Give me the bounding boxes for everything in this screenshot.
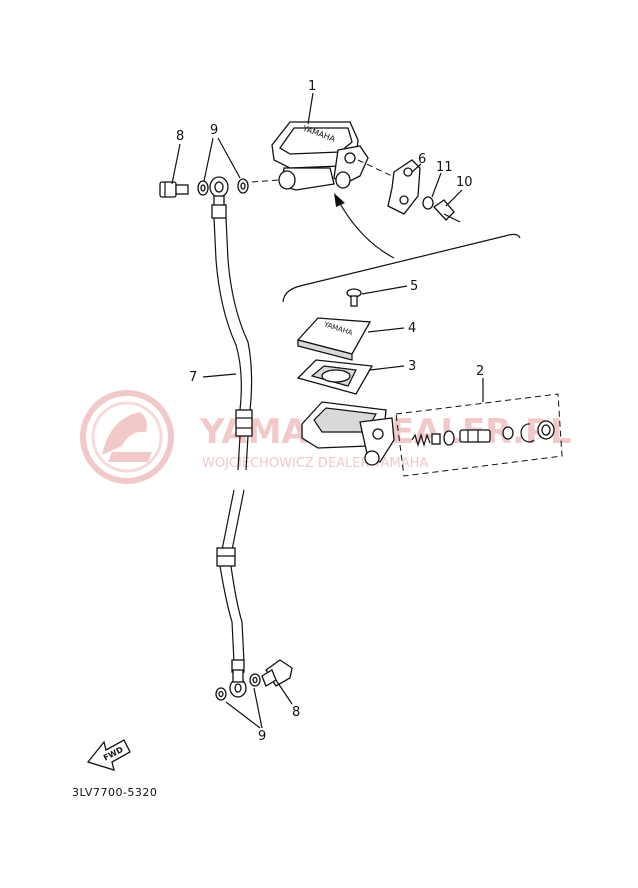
callout-10: 10 [456,175,473,190]
kit-seal [443,430,455,446]
bracket-bolt [433,199,461,223]
callout-1: 1 [308,79,316,94]
watermark-subtext: WOJCIECHOWICZ DEALER YAMAHA [202,456,428,471]
callout-4: 4 [408,321,416,336]
kit-piston [459,429,491,443]
part-code: 3LV7700-5320 [72,786,157,799]
kit-boot [537,420,555,440]
callout-2: 2 [476,364,484,379]
axis-line [251,179,279,183]
cylinder-body [301,401,395,466]
watermark-logo [80,390,174,484]
forward-direction-arrow: FWD [86,739,131,771]
callout-6: 6 [418,152,426,167]
callout-11: 11 [436,160,453,175]
holder-bracket [387,159,421,215]
hose-banjo-bottom [229,669,247,698]
union-bolt-top [159,181,189,198]
axis-line [357,159,393,177]
callout-7: 7 [189,370,197,385]
kit-washer [502,426,514,440]
callout-8-bottom: 8 [292,705,300,720]
copper-washers-top [197,178,249,196]
brake-hose [213,217,253,673]
spring-washer [422,196,434,210]
callout-3: 3 [408,359,416,374]
hose-banjo-top [209,176,229,219]
callout-8-top: 8 [176,129,184,144]
callout-9-top: 9 [210,123,218,138]
piston-kit-box [395,393,563,477]
callout-5: 5 [410,279,418,294]
reservoir-cap: YAMAHA [296,317,372,361]
callout-9-bottom: 9 [258,729,266,744]
kit-spring [411,432,441,448]
kit-circlip [520,423,535,443]
cap-screw [346,288,362,307]
copper-washers-bottom [215,673,261,701]
diaphragm [296,359,374,395]
master-cylinder-assembly: YAMAHA [271,121,369,191]
